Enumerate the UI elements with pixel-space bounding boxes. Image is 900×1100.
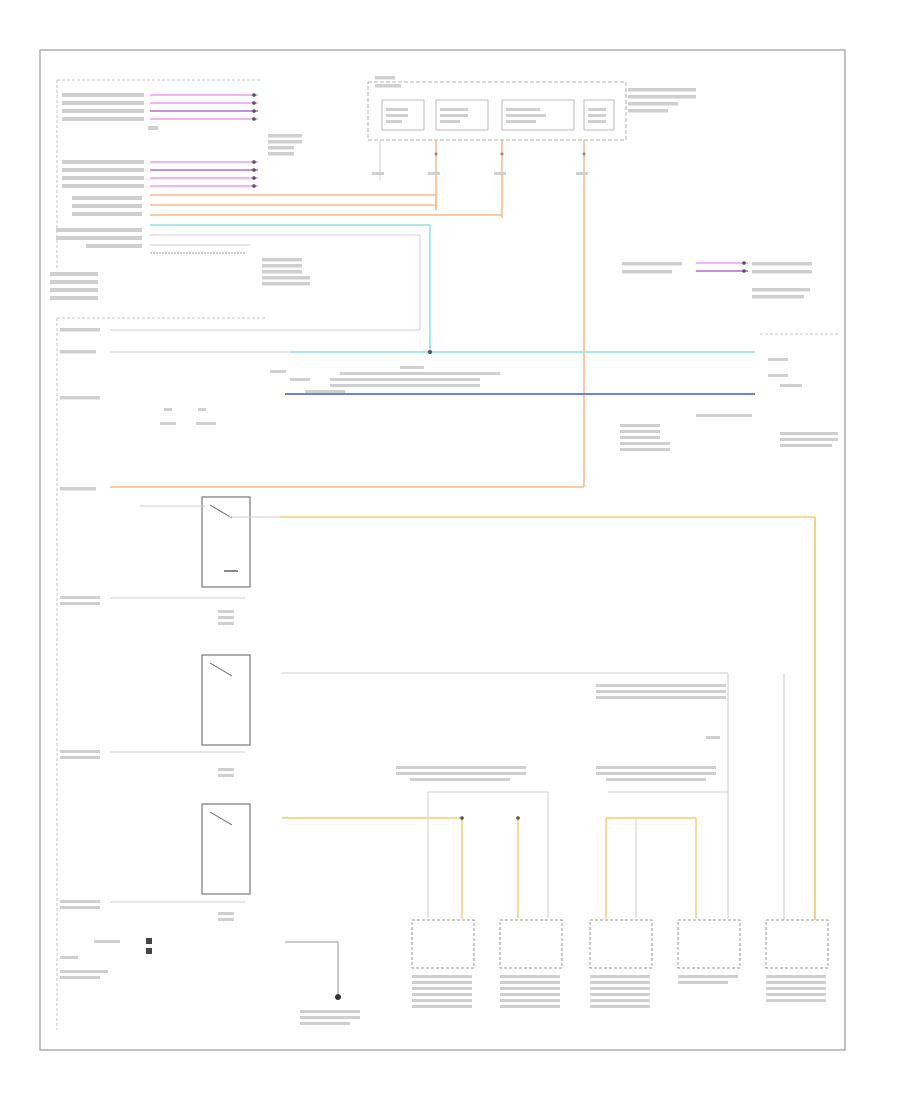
label-strip: [50, 272, 98, 276]
label-strip: [62, 101, 144, 105]
label-strip: [62, 109, 144, 113]
fuse-3: [501, 99, 575, 131]
label-strip: [86, 244, 142, 248]
label-strip: [72, 204, 142, 208]
label-strip: [262, 276, 310, 280]
relay-driver-unlock: [60, 496, 280, 625]
ground-section: [60, 938, 360, 1025]
fuse-block: [367, 76, 696, 485]
actuator-liftgate: [677, 919, 741, 984]
label-strip: [56, 228, 142, 232]
label-strip: [50, 288, 98, 292]
module-labels-mid: [50, 160, 144, 300]
actuator-driver: [765, 919, 829, 1002]
fuse-2: [435, 99, 489, 131]
data-link-wires-mid: [150, 160, 258, 188]
actuator-right-rear: [499, 919, 563, 1008]
left-module: [50, 79, 310, 300]
diagram-frame: [39, 49, 846, 1051]
fuse-1: [381, 99, 425, 131]
label-strip: [62, 160, 144, 164]
actuator-passenger: [589, 919, 653, 1008]
label-strip: [262, 258, 302, 262]
label-strip: [72, 196, 142, 200]
label-strip: [50, 280, 98, 284]
label-strip: [268, 134, 302, 138]
data-link-wires-top: [150, 93, 258, 121]
label-strip: [62, 184, 144, 188]
relay-unlock: [60, 803, 462, 921]
label-strip: [262, 270, 302, 274]
label-strip: [268, 140, 302, 144]
label-strip: [72, 212, 142, 216]
switch-section: [56, 317, 840, 1030]
label-strip: [62, 93, 144, 97]
label-strip: [56, 236, 142, 240]
label-strip: [262, 282, 310, 286]
label-strip: [268, 146, 294, 150]
actuator-notes: [396, 684, 729, 918]
module-labels-top: [62, 93, 158, 130]
actuator-left-rear: [411, 919, 475, 1008]
relay-feeds: [60, 485, 816, 920]
fuse-4: [583, 99, 615, 131]
fuse-block-border: [367, 81, 627, 141]
label-strip: [268, 152, 294, 156]
label-strip: [62, 176, 144, 180]
label-strip: [50, 296, 98, 300]
relay-lock: [60, 654, 785, 920]
label-strip: [262, 264, 302, 268]
right-data-link: [622, 261, 812, 299]
label-strip: [148, 126, 158, 130]
battery-feed-wires: [150, 194, 502, 352]
label-strip: [62, 117, 144, 121]
label-strip: [62, 168, 144, 172]
